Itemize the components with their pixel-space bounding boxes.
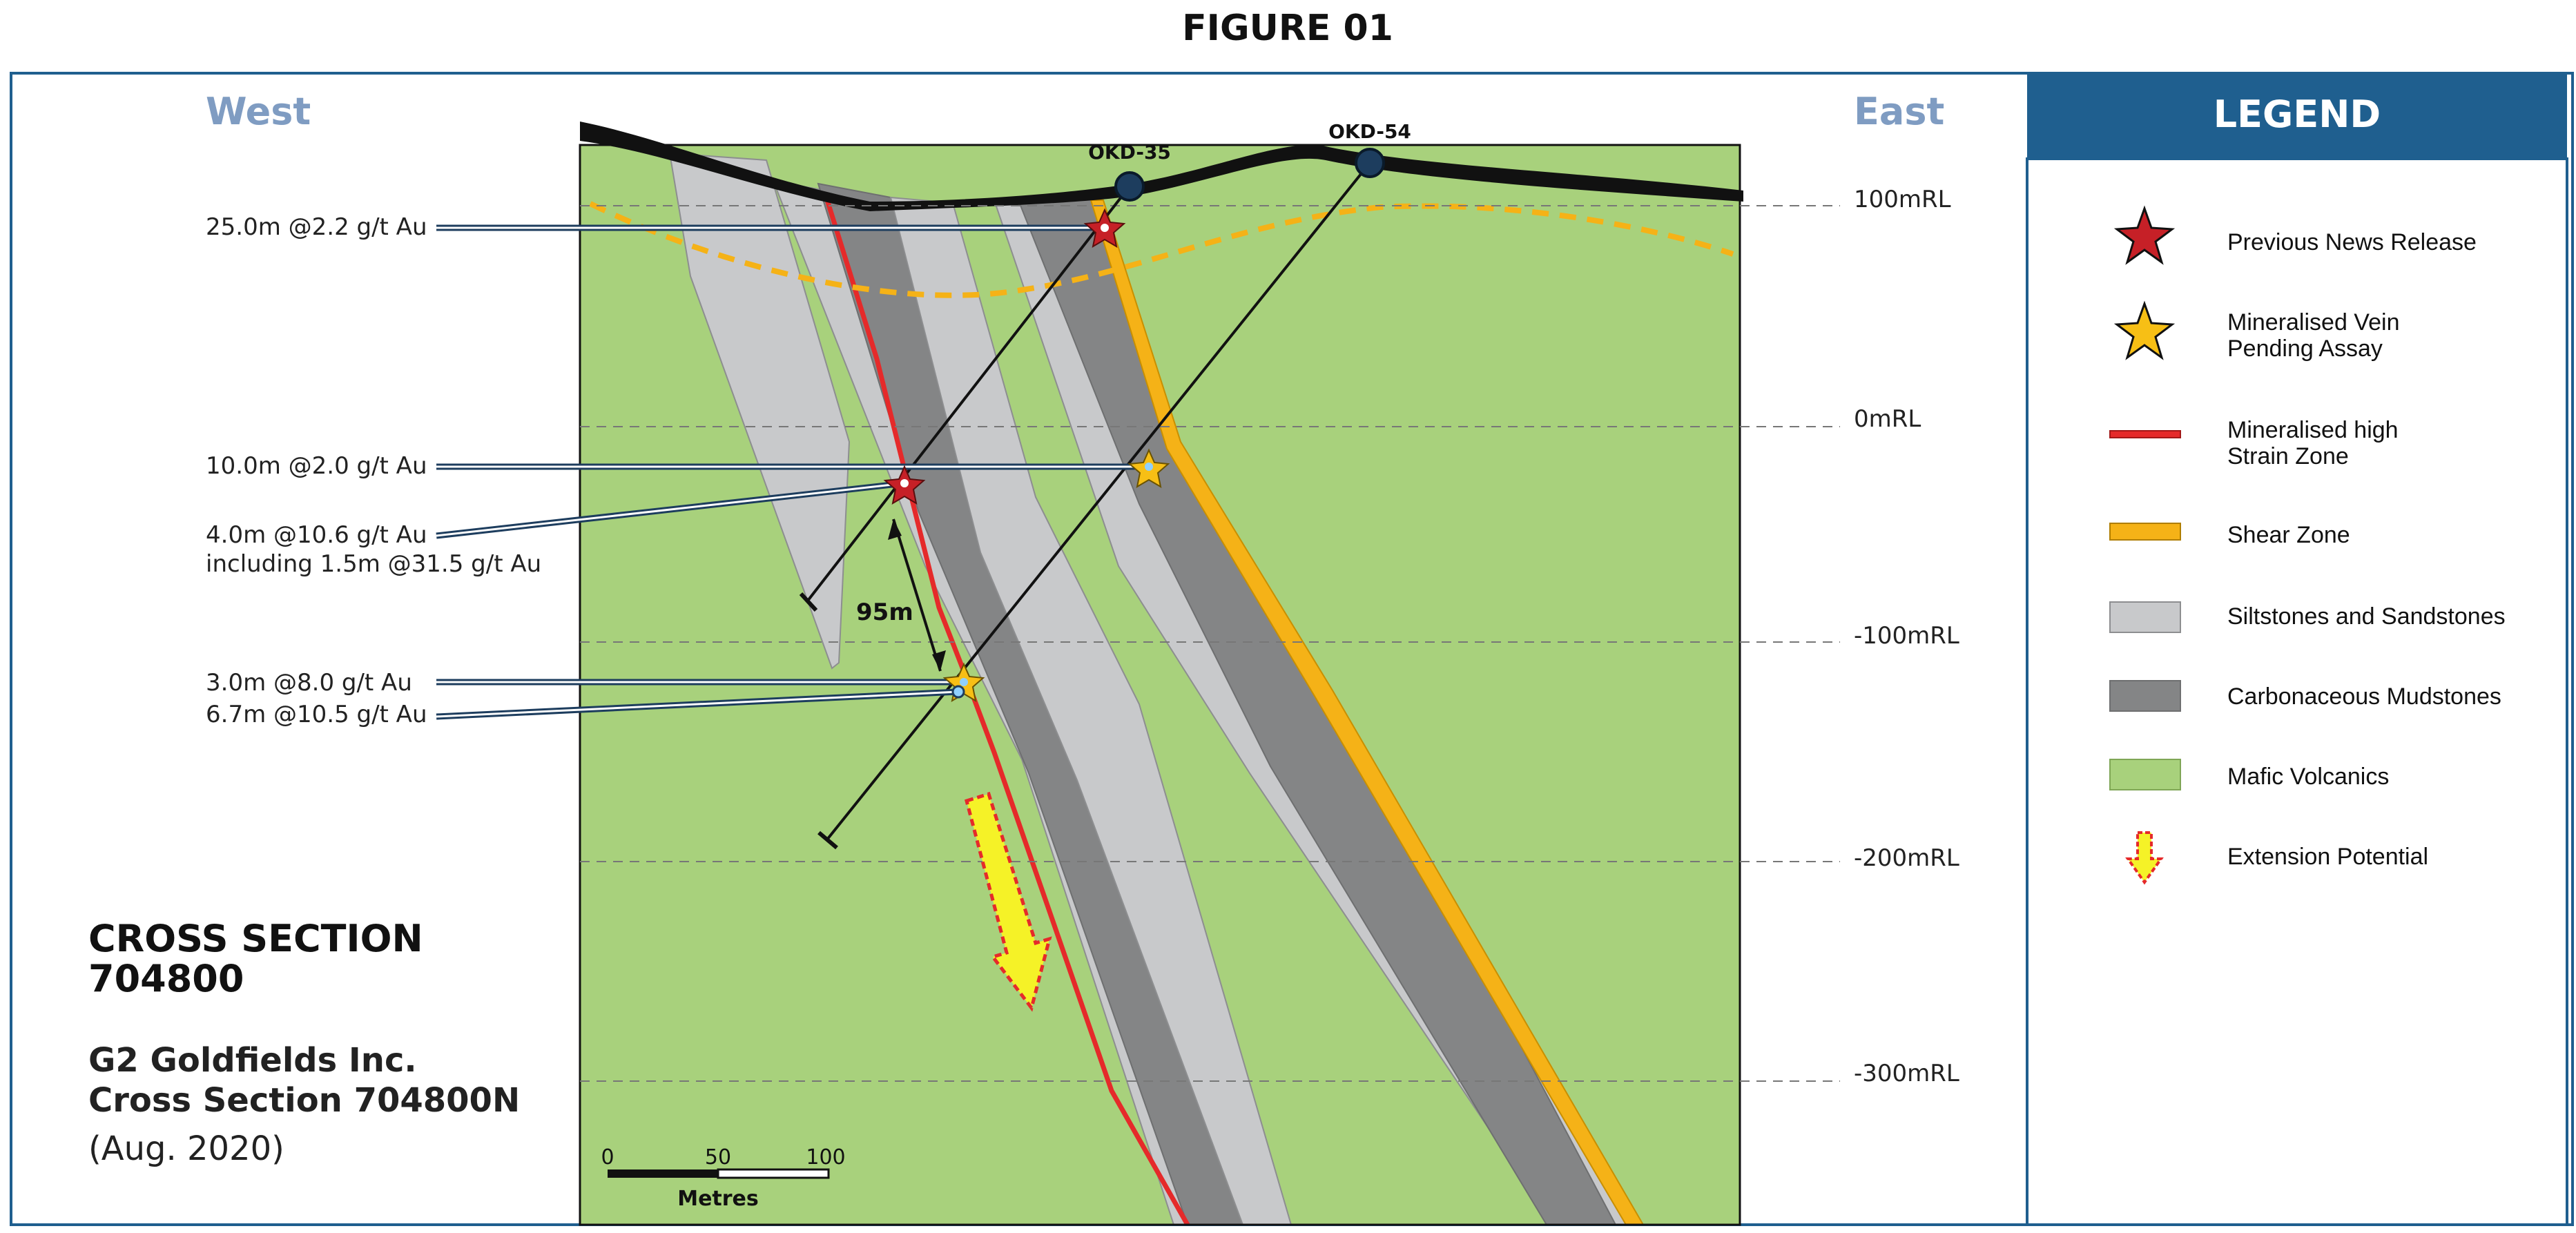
legend-label: Mineralised high [2227, 417, 2399, 443]
distance-line [892, 518, 942, 672]
oxidation-boundary [589, 201, 1734, 298]
drillhole-end-marker [817, 831, 838, 850]
intercept-label: 4.0m @10.6 g/t Au [206, 521, 427, 549]
intercept-point [1101, 224, 1109, 232]
elevation-label-minus200: -200mRL [1854, 844, 1959, 872]
arrow-head [888, 519, 902, 540]
drillhole-label-okd35: OKD-35 [1088, 141, 1171, 164]
elevation-grid [580, 205, 1840, 1082]
yellow-star-icon [2113, 300, 2176, 360]
cross-section [579, 122, 1743, 1226]
intercept-point [900, 479, 909, 487]
intercept-leaders [436, 224, 1149, 720]
legend-label: Extension Potential [2227, 844, 2428, 870]
company-section: Cross Section 704800N [88, 1081, 520, 1120]
extension-arrow-icon [964, 791, 1052, 1012]
collar-okd54 [1355, 148, 1385, 178]
red-star-icon [2113, 205, 2176, 265]
intercept-label: 25.0m @2.2 g/t Au [206, 213, 427, 241]
scale-tick-50: 50 [705, 1145, 731, 1169]
siltstone-unit [668, 152, 851, 670]
intercept-point [951, 685, 965, 699]
mafic-swatch [2109, 759, 2181, 790]
shear-zone-swatch [2109, 523, 2181, 541]
intercept-label: 3.0m @8.0 g/t Au [206, 669, 412, 697]
mudstone-swatch [2109, 680, 2181, 712]
scale-tick-0: 0 [601, 1145, 614, 1169]
section-number: 704800 [88, 957, 244, 1000]
figure-title: FIGURE 01 [1182, 8, 1393, 49]
drillhole-okd35 [806, 185, 1131, 602]
arrow-down-icon [2125, 831, 2164, 885]
legend-label: Siltstones and Sandstones [2227, 603, 2506, 630]
intercept-point [1145, 463, 1153, 471]
legend-label: Carbonaceous Mudstones [2227, 683, 2501, 710]
legend-label: Mineralised Vein [2227, 309, 2399, 336]
intercept-sublabel: including 1.5m @31.5 g/t Au [206, 550, 541, 578]
legend-label: Pending Assay [2227, 336, 2383, 362]
legend-title: LEGEND [2214, 93, 2381, 136]
legend-label: Shear Zone [2227, 522, 2350, 548]
intercept-label: 10.0m @2.0 g/t Au [206, 452, 427, 480]
legend-label: Strain Zone [2227, 443, 2349, 469]
section-date: (Aug. 2020) [88, 1129, 284, 1168]
legend-label: Previous News Release [2227, 229, 2477, 255]
east-label: East [1854, 90, 1944, 133]
elevation-label-minus100: -100mRL [1854, 622, 1959, 650]
siltstone-swatch [2109, 601, 2181, 633]
collar-okd35 [1114, 171, 1145, 202]
scale-bar [608, 1168, 830, 1179]
drillhole-okd54 [826, 162, 1371, 841]
elevation-label-100: 100mRL [1854, 186, 1951, 213]
company-name: G2 Goldfields Inc. [88, 1041, 417, 1080]
intercept-label: 6.7m @10.5 g/t Au [206, 701, 427, 728]
arrow-head [932, 650, 946, 671]
drillhole-end-marker [799, 592, 818, 612]
red-line-swatch [2109, 430, 2181, 438]
drillhole-traces [799, 162, 1371, 850]
section-title: CROSS SECTION [88, 917, 423, 960]
legend-header [2027, 72, 2567, 159]
elevation-label-minus300: -300mRL [1854, 1060, 1959, 1087]
elevation-label-0: 0mRL [1854, 405, 1921, 433]
intercept-point [960, 678, 968, 686]
legend-label: Mafic Volcanics [2227, 764, 2389, 790]
scale-tick-100: 100 [806, 1145, 845, 1169]
scale-unit: Metres [677, 1187, 759, 1211]
drillhole-label-okd54: OKD-54 [1328, 120, 1411, 143]
west-label: West [206, 90, 311, 133]
distance-label: 95m [856, 599, 913, 626]
